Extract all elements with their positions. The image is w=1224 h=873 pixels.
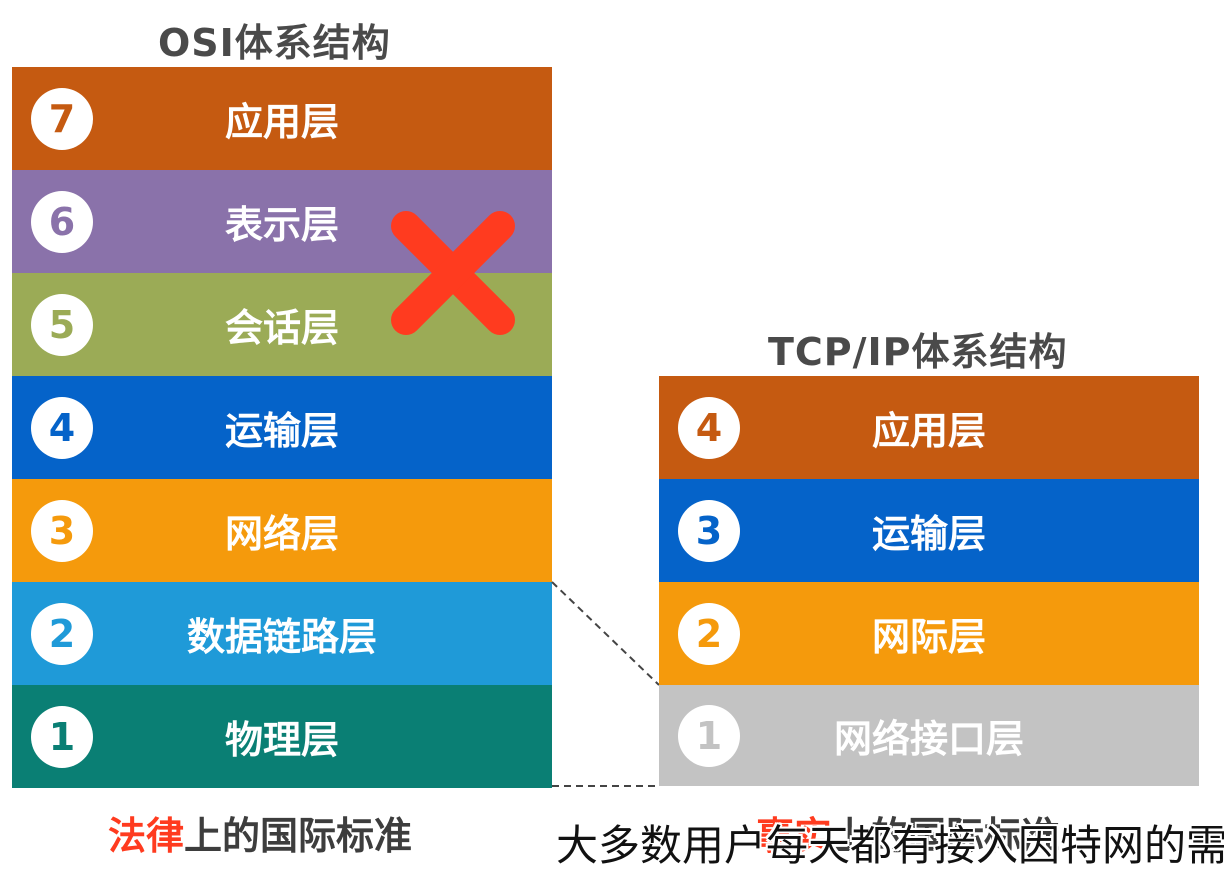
osi-layer-7: 7 应用层: [12, 67, 552, 170]
osi-layer-2: 2 数据链路层: [12, 582, 552, 685]
tcpip-layer-3: 3 运输层: [659, 479, 1199, 582]
tcpip-layer-4: 4 应用层: [659, 376, 1199, 479]
tcpip-title: TCP/IP体系结构: [768, 330, 1068, 374]
osi-stack: 7 应用层 6 表示层 5 会话层 4 运输层 3 网络层 2 数据链路层 1 …: [12, 67, 552, 788]
osi-layer-3: 3 网络层: [12, 479, 552, 582]
osi-layer-4-number: 4: [31, 396, 93, 459]
osi-title: OSI体系结构: [158, 21, 391, 65]
tcpip-layer-3-name: 运输层: [871, 512, 987, 556]
osi-layer-3-name: 网络层: [224, 512, 340, 556]
osi-layer-7-name: 应用层: [224, 100, 340, 144]
tcpip-layer-2-name: 网际层: [871, 615, 987, 659]
osi-layer-6-number: 6: [31, 190, 93, 253]
tcpip-layer-2-number: 2: [678, 602, 740, 665]
osi-caption: 法律上的国际标准: [108, 805, 412, 860]
osi-layer-1: 1 物理层: [12, 685, 552, 788]
osi-layer-3-number: 3: [31, 499, 93, 562]
tcpip-stack: 4 应用层 3 运输层 2 网际层 1 网络接口层: [659, 376, 1199, 786]
tcpip-layer-1-name: 网络接口层: [833, 717, 1025, 761]
osi-layer-2-number: 2: [31, 602, 93, 665]
tcpip-caption-rest: 上的国际标准: [832, 814, 1061, 858]
tcpip-layer-4-name: 应用层: [871, 409, 987, 453]
osi-layer-4-name: 运输层: [224, 409, 340, 453]
osi-layer-2-name: 数据链路层: [186, 615, 378, 659]
osi-layer-4: 4 运输层: [12, 376, 552, 479]
osi-layer-1-name: 物理层: [224, 718, 340, 762]
dashed-line-upper: [551, 581, 660, 686]
osi-layer-7-number: 7: [31, 87, 93, 150]
video-subtitle: 大多数用户每天都有接入因特网的需求: [556, 821, 1224, 870]
tcpip-caption-highlight: 事实: [756, 814, 833, 858]
tcpip-layer-1-number: 1: [678, 704, 740, 767]
osi-caption-highlight: 法律: [108, 814, 185, 858]
osi-layer-5-name: 会话层: [224, 306, 340, 350]
tcpip-layer-4-number: 4: [678, 396, 740, 459]
osi-caption-rest: 上的国际标准: [184, 814, 413, 858]
osi-layer-5: 5 会话层: [12, 273, 552, 376]
osi-layer-5-number: 5: [31, 293, 93, 356]
cross-mark-icon: [391, 211, 515, 335]
tcpip-layer-2: 2 网际层: [659, 582, 1199, 685]
osi-layer-1-number: 1: [31, 705, 93, 768]
tcpip-layer-3-number: 3: [678, 499, 740, 562]
osi-layer-6-name: 表示层: [224, 203, 340, 247]
tcpip-caption: 事实上的国际标准: [756, 805, 1060, 860]
tcpip-layer-1: 1 网络接口层: [659, 685, 1199, 786]
